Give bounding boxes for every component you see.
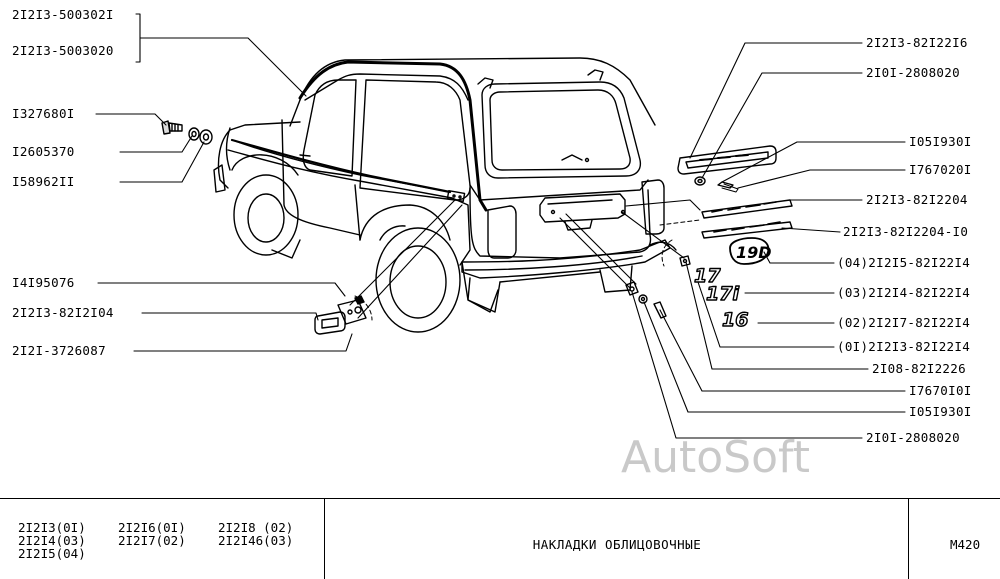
label-right-9: (02)2I2I7-82I22I4 [837, 315, 971, 330]
label-left-8: 2I2I-3726087 [12, 343, 106, 358]
model-codes-row: 2I2I5(04) [18, 547, 318, 560]
title-block: 2I2I3(0I) 2I2I6(0I) 2I2I8 (02) 2I2I4(03)… [0, 498, 1000, 579]
badge-16: 16 [721, 308, 749, 331]
car-body [213, 57, 677, 333]
label-left-3: I327680I [12, 106, 75, 121]
screw-part [161, 120, 183, 135]
svg-text:17: 17 [694, 265, 721, 287]
label-right-6: 2I2I3-82I2204-I0 [843, 224, 969, 239]
label-left-6: I4I95076 [12, 275, 75, 290]
label-right-13: I05I930I [909, 404, 972, 419]
car-drawing: 19D 17 17i 16 [95, 13, 906, 439]
label-right-4: I767020I [909, 162, 972, 177]
model-code: 2I2I46(03) [218, 533, 294, 548]
badge-17i: 17i [705, 282, 740, 305]
leader-lines [95, 13, 906, 439]
parts-diagram: 19D 17 17i 16 [12, 7, 972, 484]
model-codes-row: 2I2I4(03) 2I2I7(02) 2I2I46(03) [18, 534, 318, 547]
washer-parts [188, 127, 213, 145]
svg-text:16: 16 [722, 309, 748, 331]
sheet-title: НАКЛАДКИ ОБЛИЦОВОЧНЫЕ [532, 537, 702, 552]
label-right-14: 2I0I-2808020 [866, 430, 960, 445]
fastener-parts-lower [625, 255, 691, 319]
label-right-2: 2I0I-2808020 [866, 65, 960, 80]
label-right-5: 2I2I3-82I2204 [866, 192, 968, 207]
label-right-12: I7670I0I [909, 383, 972, 398]
model-code: 2I2I4(03) [18, 533, 86, 548]
svg-text:17i: 17i [706, 283, 739, 305]
badge-19d: 19D [729, 237, 772, 265]
label-left-4: I2605370 [12, 144, 75, 159]
model-code: 2I2I3(0I) [18, 520, 86, 535]
label-right-3: I05I930I [909, 134, 972, 149]
model-codes-row: 2I2I3(0I) 2I2I6(0I) 2I2I8 (02) [18, 521, 318, 534]
model-code: 2I2I6(0I) [118, 520, 186, 535]
label-right-7: (04)2I2I5-82I22I4 [837, 255, 971, 270]
model-code: 2I2I8 (02) [218, 520, 294, 535]
side-badge-parts [314, 295, 367, 335]
label-left-5: I58962II [12, 174, 75, 189]
label-left-2: 2I2I3-5003020 [12, 43, 114, 58]
label-right-10: (0I)2I2I3-82I22I4 [837, 339, 971, 354]
title-block-codes-cell: 2I2I3(0I) 2I2I6(0I) 2I2I8 (02) 2I2I4(03)… [0, 499, 325, 579]
label-left-1: 2I2I3-500302I [12, 7, 114, 22]
model-codes: 2I2I3(0I) 2I2I6(0I) 2I2I8 (02) 2I2I4(03)… [18, 521, 318, 560]
svg-text:19D: 19D [736, 243, 772, 262]
nut-parts [694, 176, 739, 193]
tailgate-nameplate [677, 145, 777, 175]
sheet-number: M420 [950, 537, 981, 552]
watermark: AutoSoft [621, 432, 810, 483]
title-block-name-cell [324, 499, 909, 579]
label-right-11: 2I08-82I2226 [872, 361, 966, 376]
script-emblems [701, 199, 793, 239]
trim-strips [230, 60, 488, 212]
label-right-1: 2I2I3-82I22I6 [866, 35, 968, 50]
label-right-8: (03)2I2I4-82I22I4 [837, 285, 971, 300]
model-code: 2I2I7(02) [118, 533, 186, 548]
dashed-arcs [354, 219, 701, 321]
badge-17: 17 [693, 264, 722, 287]
label-left-7: 2I2I3-82I2I04 [12, 305, 114, 320]
model-code: 2I2I5(04) [18, 546, 86, 561]
